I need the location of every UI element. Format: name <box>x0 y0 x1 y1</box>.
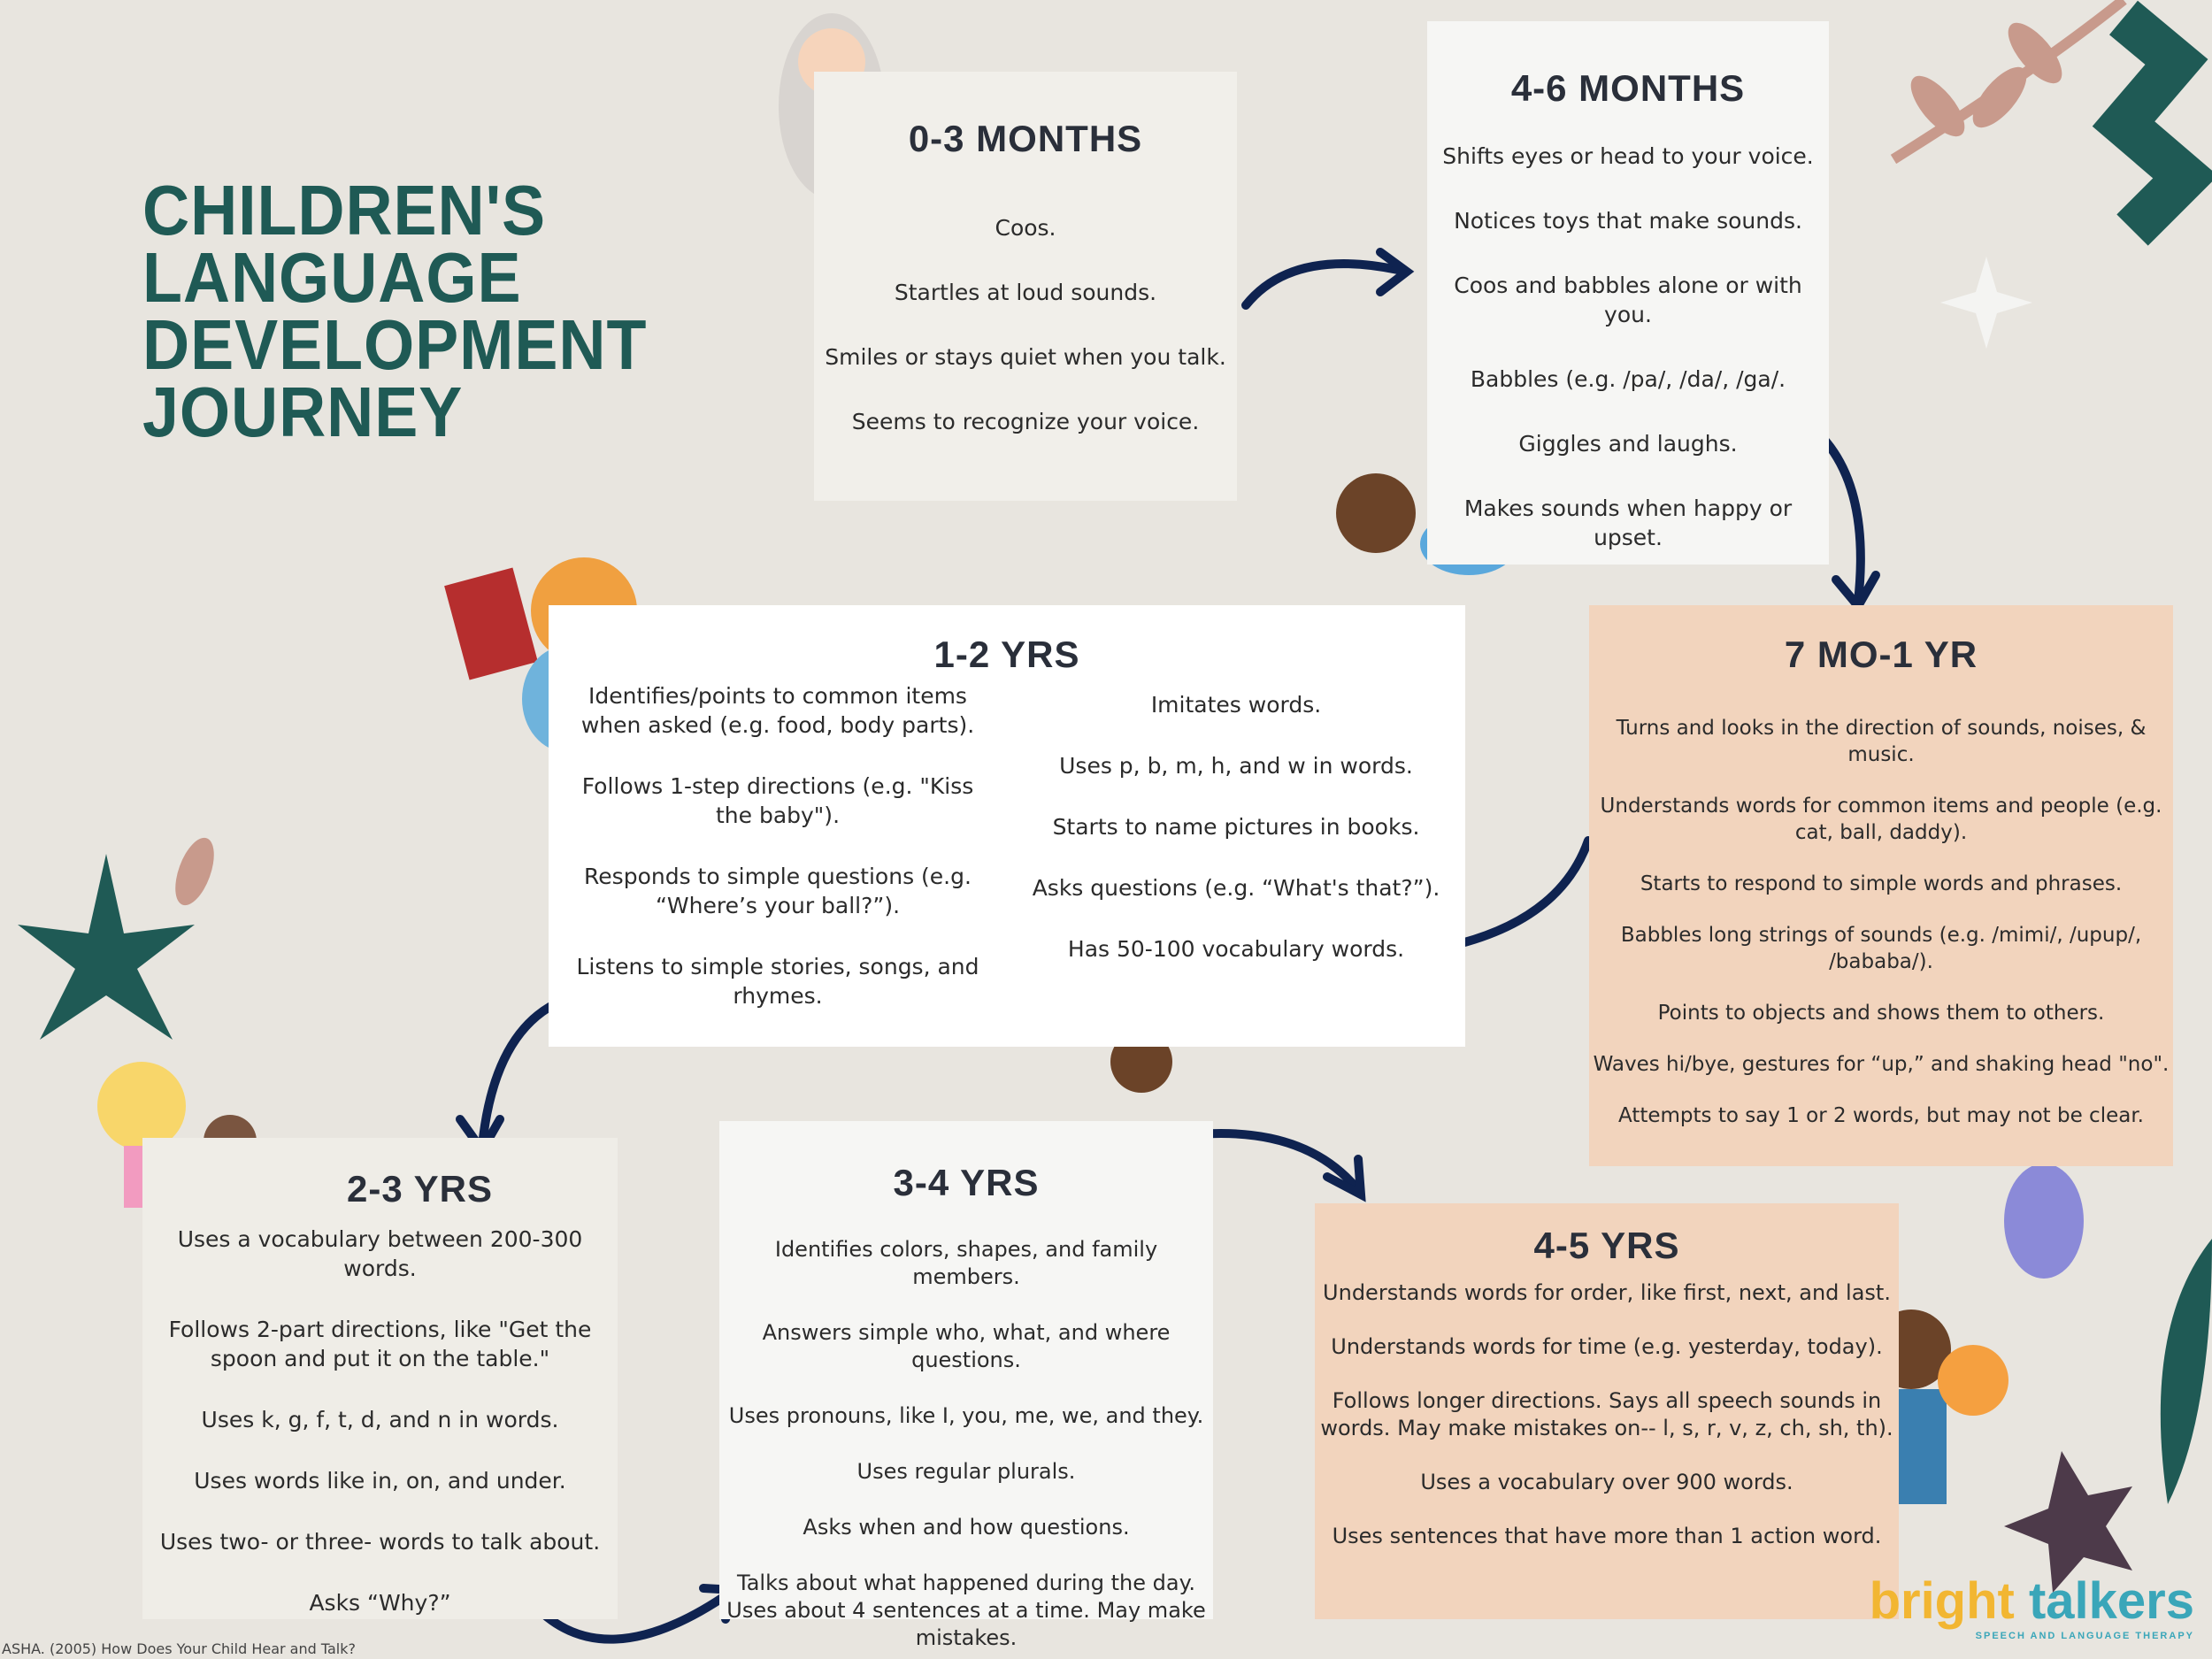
milestone-item: Babbles long strings of sounds (e.g. /mi… <box>1620 924 2142 973</box>
milestone-item: Waves hi/bye, gestures for “up,” and sha… <box>1593 1053 2170 1076</box>
milestone-item: Uses k, g, f, t, d, and n in words. <box>201 1407 559 1432</box>
milestone-item: Coos and babbles alone or with you. <box>1454 273 1802 327</box>
milestone-item: Seems to recognize your voice. <box>851 409 1200 434</box>
milestone-item: Starts to name pictures in books. <box>1052 814 1420 840</box>
milestone-item: Follows 1-step directions (e.g. "Kiss th… <box>581 773 974 828</box>
milestone-item: Responds to simple questions (e.g. “Wher… <box>584 864 972 918</box>
milestone-item: Understands words for time (e.g. yesterd… <box>1331 1334 1883 1359</box>
milestone-list: Identifies colors, shapes, and family me… <box>719 1236 1213 1652</box>
milestone-item: Coos. <box>995 215 1056 241</box>
milestone-item: Asks “Why?” <box>309 1590 451 1616</box>
leaf-shape <box>175 837 214 906</box>
milestone-item: Follows longer directions. Says all spee… <box>1320 1388 1893 1440</box>
milestone-item: Babbles (e.g. /pa/, /da/, /ga/. <box>1470 366 1786 392</box>
milestone-item: Listens to simple stories, songs, and rh… <box>576 954 979 1009</box>
card-heading: 1-2 YRS <box>933 634 1080 675</box>
milestone-item: Understands words for common items and p… <box>1600 795 2162 844</box>
card-heading: 7 MO-1 YR <box>1784 634 1978 675</box>
card-4-6-months: 4-6 MONTHS Shifts eyes or head to your v… <box>1427 21 1829 565</box>
milestone-item: Identifies colors, shapes, and family me… <box>774 1237 1158 1289</box>
card-4-5-years: 4-5 YRS Understands words for order, lik… <box>1315 1203 1899 1619</box>
milestone-item: Imitates words. <box>1150 692 1322 718</box>
zigzag-shape <box>2092 0 2212 246</box>
milestone-list: Coos. Startles at loud sounds. Smiles or s… <box>825 213 1226 436</box>
milestone-item: Follows 2-part directions, like "Get the… <box>168 1317 592 1371</box>
milestone-list: Turns and looks in the direction of soun… <box>1589 715 2173 1129</box>
milestone-item: Attempts to say 1 or 2 words, but may no… <box>1617 1104 2144 1127</box>
card-3-4-years: 3-4 YRS Identifies colors, shapes, and f… <box>719 1121 1213 1650</box>
milestone-item: Talks about what happened during the day… <box>726 1571 1206 1650</box>
milestone-item: Answers simple who, what, and where ques… <box>762 1320 1171 1372</box>
milestone-list: Shifts eyes or head to your voice. Notice… <box>1427 142 1829 552</box>
milestone-item: Uses pronouns, like I, you, me, we, and … <box>728 1403 1204 1428</box>
milestone-item: Notices toys that make sounds. <box>1454 208 1802 234</box>
card-heading: 0-3 MONTHS <box>908 118 1143 159</box>
card-heading: 2-3 YRS <box>347 1168 493 1210</box>
milestone-item: Points to objects and shows them to othe… <box>1657 1002 2105 1025</box>
milestone-item: Asks questions (e.g. “What's that?”). <box>1032 875 1440 901</box>
card-heading: 4-6 MONTHS <box>1510 67 1746 109</box>
milestone-item: Smiles or stays quiet when you talk. <box>825 344 1226 370</box>
milestone-item: Uses words like in, on, and under. <box>194 1468 566 1494</box>
milestone-item: Identifies/points to common items when a… <box>580 683 975 738</box>
milestone-item: Uses a vocabulary between 200-300 words. <box>177 1226 583 1281</box>
card-heading: 4-5 YRS <box>1533 1225 1680 1266</box>
page-title: CHILDREN'S LANGUAGE DEVELOPMENT JOURNEY <box>142 171 648 451</box>
arrow-0-3-to-4-6 <box>1241 259 1402 310</box>
brand-logo: bright talkers SPEECH AND LANGUAGE THERA… <box>1869 1572 2194 1641</box>
milestone-item: Uses sentences that have more than 1 act… <box>1332 1524 1882 1548</box>
milestone-item: Uses a vocabulary over 900 words. <box>1420 1470 1793 1494</box>
milestone-item: Makes sounds when happy or upset. <box>1463 495 1793 550</box>
milestone-list: Identifies/points to common items when a… <box>572 681 984 1010</box>
star-shape <box>18 854 195 1040</box>
citation: ASHA. (2005) How Does Your Child Hear an… <box>2 1640 356 1657</box>
milestone-item: Understands words for order, like first,… <box>1323 1280 1891 1305</box>
milestone-item: Asks when and how questions. <box>803 1515 1130 1540</box>
milestone-item: Uses regular plurals. <box>856 1459 1076 1484</box>
milestone-item: Turns and looks in the direction of soun… <box>1616 717 2147 766</box>
milestone-item: Shifts eyes or head to your voice. <box>1442 143 1814 169</box>
milestone-item: Starts to respond to simple words and ph… <box>1640 872 2123 895</box>
card-1-2-years: 1-2 YRS Identifies/points to common item… <box>549 605 1465 1047</box>
card-0-3-months: 0-3 MONTHS Coos. Startles at loud sounds.… <box>814 72 1237 501</box>
star-shape <box>1940 257 2032 349</box>
leaf-shape <box>2160 1239 2212 1504</box>
leaf-branch-icon <box>1890 0 2127 165</box>
milestone-item: Startles at loud sounds. <box>894 280 1157 305</box>
star-shape <box>2004 1451 2132 1593</box>
milestone-item: Giggles and laughs. <box>1518 431 1738 457</box>
milestone-list: Imitates words. Uses p, b, m, h, and w in… <box>1030 690 1442 1010</box>
card-7mo-1yr: 7 MO-1 YR Turns and looks in the directi… <box>1589 605 2173 1166</box>
milestone-item: Uses two- or three- words to talk about. <box>159 1529 601 1555</box>
card-heading: 3-4 YRS <box>893 1162 1040 1203</box>
milestone-list: Understands words for order, like first,… <box>1315 1279 1899 1550</box>
card-2-3-years: 2-3 YRS Uses a vocabulary between 200-30… <box>142 1138 618 1619</box>
milestone-item: Has 50-100 vocabulary words. <box>1067 936 1405 962</box>
milestone-item: Uses p, b, m, h, and w in words. <box>1059 753 1413 779</box>
milestone-list: Uses a vocabulary between 200-300 words.… <box>142 1225 618 1617</box>
